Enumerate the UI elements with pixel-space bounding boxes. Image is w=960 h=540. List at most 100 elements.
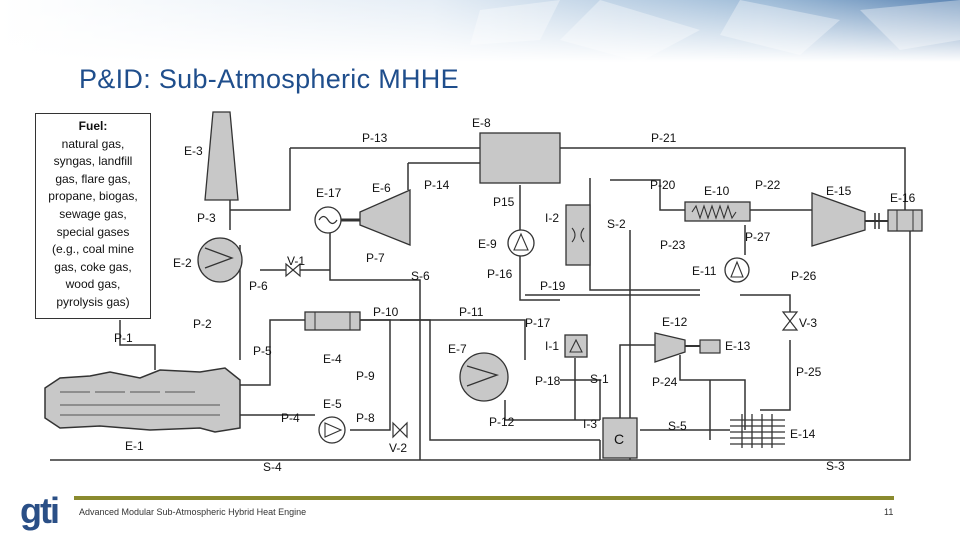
label-p2: P-2 [193,317,212,331]
valve-v2 [392,421,408,439]
pipe-p24 [679,355,746,430]
fuel-line: pyrolysis gas) [56,294,130,309]
label-p1: P-1 [114,331,133,345]
pipe-p26 [525,294,791,330]
label-e10: E-10 [704,184,730,198]
label-p16: P-16 [487,267,513,281]
label-p25: P-25 [796,365,822,379]
label-p8: P-8 [356,411,375,425]
instrument-i1 [564,334,588,358]
label-p14: P-14 [424,178,450,192]
label-s5: S-5 [668,419,687,433]
label-p17: P-17 [525,316,551,330]
label-e8: E-8 [472,116,491,130]
footer-rule [74,496,894,500]
label-p4: P-4 [281,411,300,425]
label-e4: E-4 [323,352,342,366]
exchanger-e8 [479,132,561,184]
pipe-e12-feed [619,344,655,420]
motor-e16 [887,209,923,232]
valve-v1 [285,262,301,278]
label-e3: E-3 [184,144,203,158]
pipe-p12 [504,400,601,460]
fuel-line: (e.g., coal mine [51,242,135,257]
label-s1: S-1 [590,372,609,386]
label-p27: P-27 [745,230,771,244]
stack-e3 [204,111,239,201]
label-p21: P-21 [651,131,677,145]
cooler-e4 [304,311,361,331]
pipe-s3 [650,230,911,461]
label-e13: E-13 [725,339,751,353]
label-s6: S-6 [411,269,430,283]
label-p23: P-23 [660,238,686,252]
fuel-line: propane, biogas, [48,189,138,204]
label-v1: V-1 [287,254,305,268]
fuel-line: special gases [56,224,130,239]
pipe-p25 [760,340,791,411]
pipe-s1 [560,379,601,420]
instrument-i2 [565,204,591,266]
fuel-line: sewage gas, [59,206,127,221]
label-p20: P-20 [650,178,676,192]
label-e5: E-5 [323,397,342,411]
label-e14: E-14 [790,427,816,441]
label-p10: P-10 [373,305,399,319]
label-p7: P-7 [366,251,385,265]
label-e9: E-9 [478,237,497,251]
label-s2: S-2 [607,217,626,231]
compressor-c [602,417,638,459]
label-e12: E-12 [662,315,688,329]
fuel-info-box: Fuel: natural gas, syngas, landfill gas,… [35,113,151,319]
pipe-p14 [407,162,480,190]
label-e15: E-15 [826,184,852,198]
label-p24: P-24 [652,375,678,389]
heat-exchanger-e7 [459,352,509,402]
turbine-e6 [359,189,411,246]
label-i1: I-1 [545,339,559,353]
label-e6: E-6 [372,181,391,195]
label-p15: P15 [493,195,515,209]
fuel-line: syngas, landfill [53,154,133,169]
footer-text: Advanced Modular Sub-Atmospheric Hybrid … [79,507,307,517]
label-e2: E-2 [173,256,192,270]
label-v2: V-2 [389,441,407,455]
label-e11: E-11 [692,264,717,278]
pipe-p13-down [230,148,291,211]
gti-logo: gti [20,490,60,531]
label-p11: P-11 [459,305,484,319]
fuel-line: gas, coke gas, [54,259,132,274]
pipe-p10 [360,319,600,441]
pipe-p1 [119,320,156,370]
label-e17: E-17 [316,186,342,200]
label-v3: V-3 [799,316,817,330]
coil-e14 [730,414,785,448]
label-e1: E-1 [125,439,144,453]
label-p22: P-22 [755,178,781,192]
page-number: 11 [884,507,894,517]
label-e16: E-16 [890,191,916,205]
label-p3: P-3 [197,211,216,225]
pipe-s6 [329,230,421,460]
heat-exchanger-e2 [197,237,243,283]
pipe-p16 [519,255,560,301]
fuel-title: Fuel: [78,119,108,133]
label-p18: P-18 [535,374,561,388]
fuel-line: wood gas, [65,277,121,292]
valve-v3 [781,311,799,331]
pipe-s5 [640,380,730,440]
label-p9: P-9 [356,369,375,383]
pipe-s2 [589,178,700,291]
label-s3: S-3 [826,459,845,473]
compressor-e15 [811,192,866,247]
label-i3: I-3 [583,417,597,431]
label-s4: S-4 [263,460,282,474]
label-e7: E-7 [448,342,467,356]
label-p19: P-19 [540,279,566,293]
label-p13: P-13 [362,131,388,145]
label-i2: I-2 [545,211,559,225]
fuel-line: gas, flare gas, [55,171,131,186]
header-banner [0,0,960,62]
pipe-p20 [610,179,690,211]
